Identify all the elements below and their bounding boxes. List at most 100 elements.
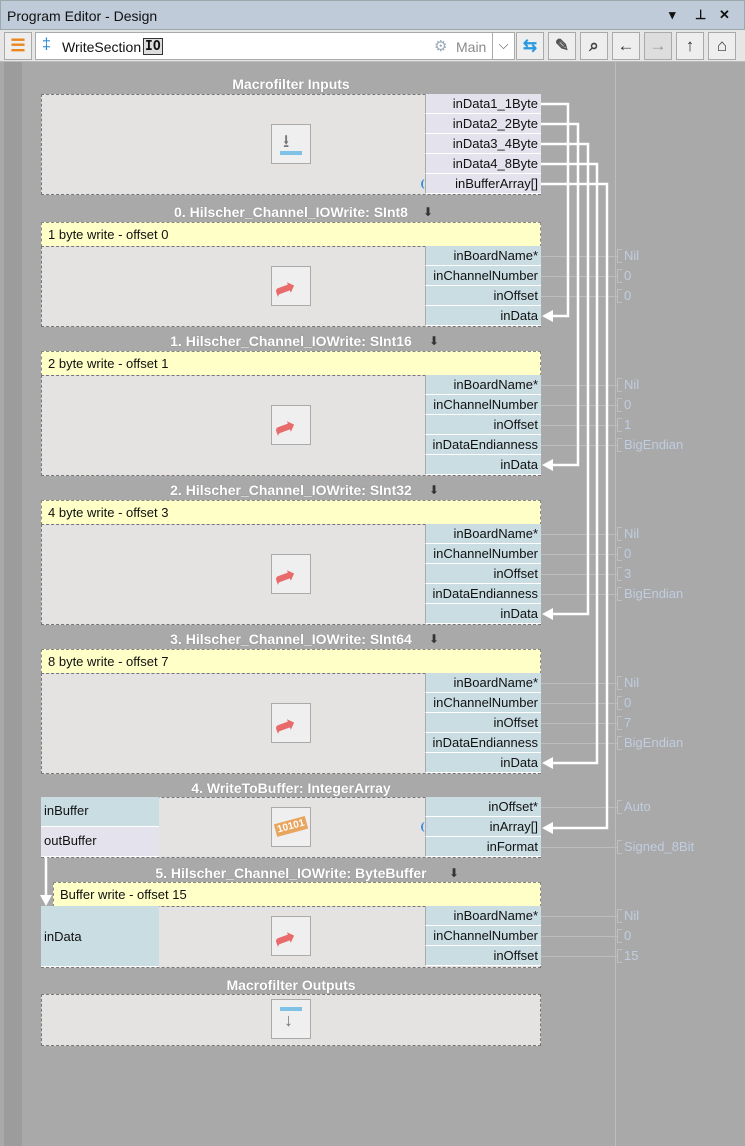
input-port[interactable]: inData2_2Byte [425,114,541,134]
constant-value[interactable]: 0 [624,928,632,943]
input-arrow-icon: ⭳ [271,124,311,164]
filter-port[interactable]: inOffset [425,286,541,306]
filter-comment[interactable]: 4 byte write - offset 3 [41,500,541,525]
constant-value[interactable]: 1 [624,417,632,432]
output-port[interactable]: outBuffer [41,827,159,857]
io-write-icon: ➦ [269,703,311,743]
filter-port[interactable]: inBoardName* [425,673,541,693]
filter-title: 2. Hilscher_Channel_IOWrite: SInt32 [170,482,412,498]
filter-port[interactable]: inBoardName* [425,906,541,926]
io-write-icon: ➦ [269,916,311,956]
input-port[interactable]: inBuffer [41,797,159,827]
constant-value[interactable]: 0 [624,268,632,283]
constant-link [541,554,617,555]
filter-port[interactable]: inData [425,455,541,475]
constant-bracket [617,949,622,963]
dropdown-menu-icon[interactable]: ▾ [669,7,676,22]
constant-bracket [617,527,622,541]
filter-port[interactable]: inChannelNumber [425,395,541,415]
edit-icon[interactable]: ✎ [548,32,576,60]
constant-link [541,703,617,704]
forward-arrow-icon[interactable]: → [644,32,672,60]
filter-port[interactable]: inOffset [425,415,541,435]
constant-value[interactable]: 0 [624,546,632,561]
constant-bracket [617,676,622,690]
outputs-title: Macrofilter Outputs [226,977,356,993]
constant-bracket [617,736,622,750]
filter-port[interactable]: inData [425,604,541,624]
constant-link [541,296,617,297]
filter-expand-icon[interactable]: ⬇ [429,632,440,646]
constant-value[interactable]: Signed_8Bit [624,839,695,854]
filter-port[interactable]: inData [425,306,541,326]
up-arrow-icon[interactable]: ↑ [676,32,704,60]
io-write-icon: ➦ [269,405,311,445]
constant-link [541,385,617,386]
filter-port[interactable]: inBoardName* [425,375,541,395]
constant-value[interactable]: Nil [624,908,640,923]
filter-port[interactable]: inBoardName* [425,524,541,544]
input-port[interactable]: inData1_1Byte [425,94,541,114]
constant-value[interactable]: Nil [624,526,640,541]
filter-comment[interactable]: Buffer write - offset 15 [53,882,541,907]
macrofilter-path-field[interactable]: ‡ WriteSection IO ⚙ Main ⌵ [35,32,515,60]
constant-value[interactable]: Auto [624,799,651,814]
constant-bracket [617,438,622,452]
filter-port[interactable]: inDataEndianness [425,435,541,455]
input-port[interactable]: inData3_4Byte [425,134,541,154]
constant-value[interactable]: 7 [624,715,632,730]
input-port[interactable]: inBufferArray[] [425,174,541,194]
filter-port[interactable]: inData [425,753,541,773]
constant-value[interactable]: BigEndian [624,586,684,601]
constant-bracket [617,418,622,432]
close-icon[interactable]: ✕ [719,7,730,22]
search-icon[interactable]: ⌕ [580,32,608,60]
pin-icon[interactable]: ⊥ [695,7,707,22]
constant-value[interactable]: BigEndian [624,437,684,452]
filter-port[interactable]: inDataEndianness [425,733,541,753]
filter-port[interactable]: inBoardName* [425,246,541,266]
back-arrow-icon[interactable]: ← [612,32,640,60]
constant-value[interactable]: 3 [624,566,632,581]
filter-port[interactable]: inOffset* [425,797,541,817]
filter-port[interactable]: inChannelNumber [425,544,541,564]
filter-port[interactable]: inOffset [425,946,541,966]
constant-bracket [617,840,622,854]
constant-value[interactable]: Nil [624,377,640,392]
filter-port[interactable]: inDataEndianness [425,584,541,604]
filter-port[interactable]: inChannelNumber [425,266,541,286]
constant-value[interactable]: Nil [624,675,640,690]
constant-value[interactable]: 15 [624,948,639,963]
swap-icon[interactable]: ⇆ [516,32,544,60]
constant-bracket [617,587,622,601]
constant-value[interactable]: 0 [624,397,632,412]
input-port[interactable]: inData [41,906,159,967]
filter-expand-icon[interactable]: ⬇ [449,866,460,880]
constant-value[interactable]: BigEndian [624,735,684,750]
variant-dropdown[interactable]: ⌵ [492,33,514,59]
program-menu-button[interactable]: ☰ [4,32,32,60]
filter-port[interactable]: inChannelNumber [425,926,541,946]
constant-value[interactable]: 0 [624,288,632,303]
filter-expand-icon[interactable]: ⬇ [429,483,440,497]
input-port[interactable]: inData4_8Byte [425,154,541,174]
filter-expand-icon[interactable]: ⬇ [429,334,440,348]
filter-title: 4. WriteToBuffer: IntegerArray [191,780,391,796]
constant-bracket [617,696,622,710]
filter-comment[interactable]: 8 byte write - offset 7 [41,649,541,674]
filter-port[interactable]: inArray[] [425,817,541,837]
filter-comment[interactable]: 2 byte write - offset 1 [41,351,541,376]
constants-divider [615,62,616,1146]
constant-bracket [617,567,622,581]
filter-port[interactable]: inOffset [425,713,541,733]
home-icon[interactable]: ⌂ [708,32,736,60]
filter-expand-icon[interactable]: ⬇ [423,205,434,219]
filter-port[interactable]: inFormat [425,837,541,857]
filter-title: 3. Hilscher_Channel_IOWrite: SInt64 [170,631,412,647]
constant-value[interactable]: 0 [624,695,632,710]
constant-value[interactable]: Nil [624,248,640,263]
filter-port[interactable]: inOffset [425,564,541,584]
section-icon: ‡ [42,36,51,53]
filter-port[interactable]: inChannelNumber [425,693,541,713]
filter-comment[interactable]: 1 byte write - offset 0 [41,222,541,247]
